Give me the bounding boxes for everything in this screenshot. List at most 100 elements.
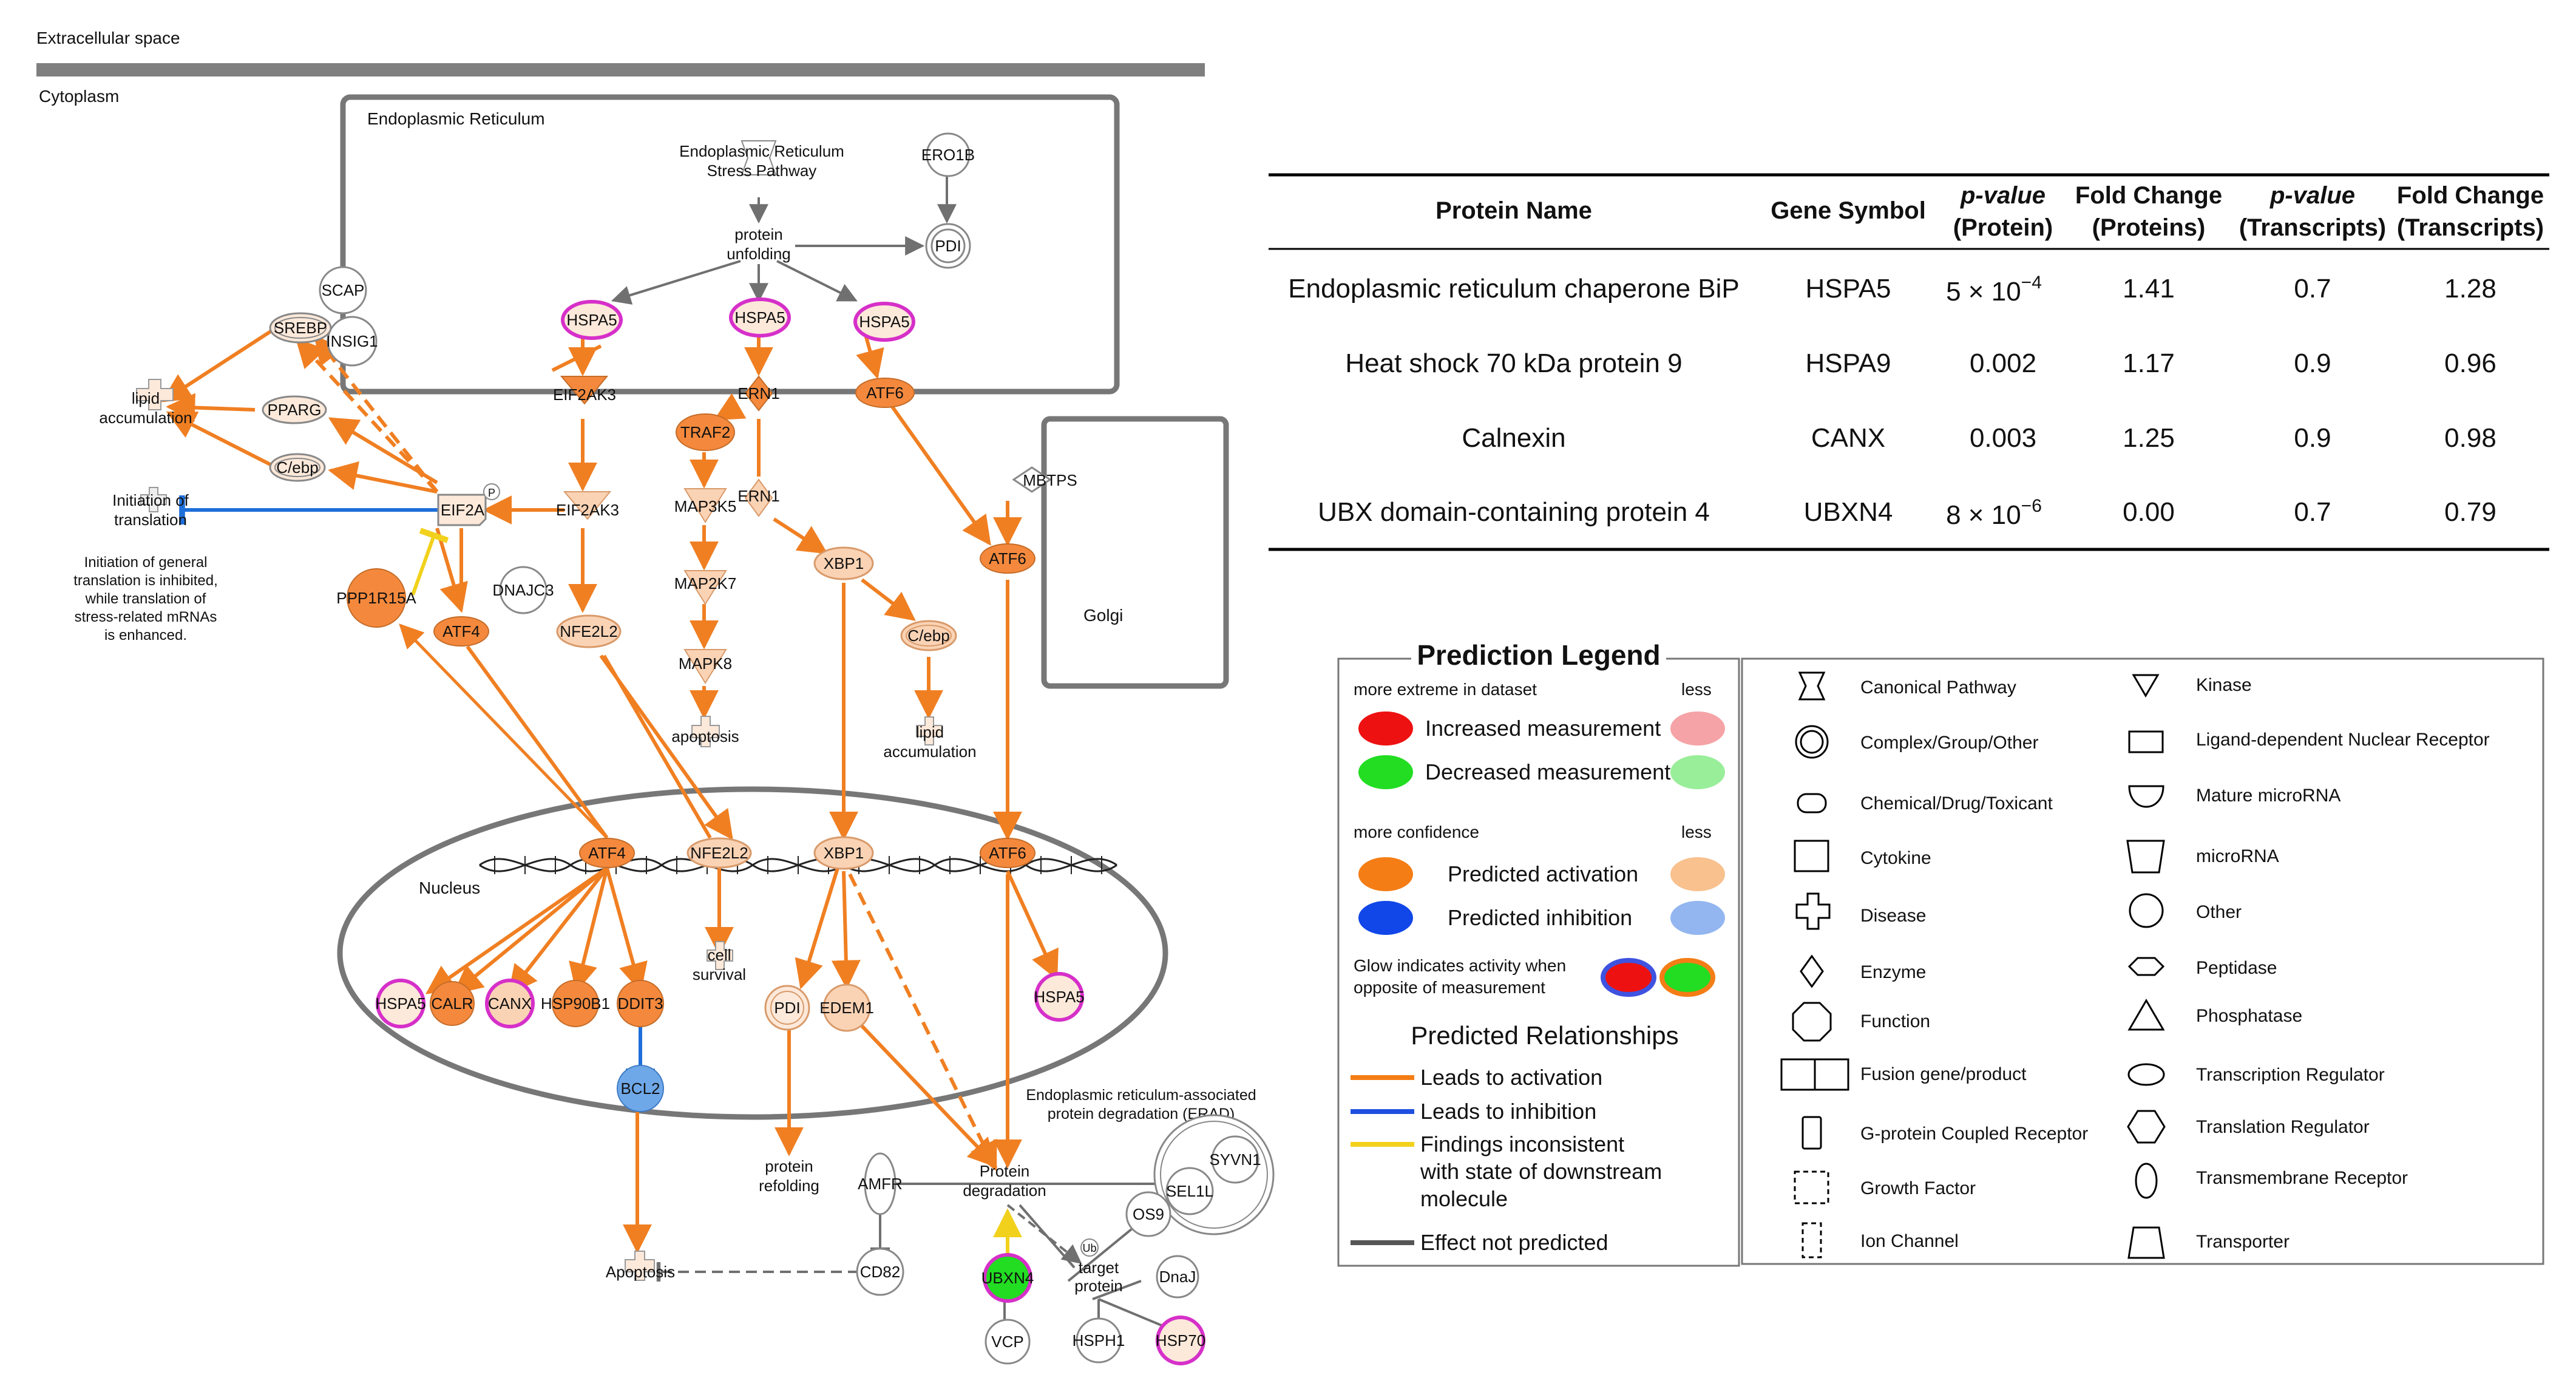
pdi-er-node[interactable]: PDI <box>925 223 971 269</box>
ero1b-node[interactable]: ERO1B <box>921 132 975 177</box>
cd82-node[interactable]: CD82 <box>856 1248 904 1296</box>
protein-degradation-node[interactable]: Protein degradation <box>963 1162 1046 1200</box>
bcl2-node[interactable]: BCL2 <box>617 1065 664 1112</box>
cell-fct: 0.98 <box>2444 423 2496 453</box>
hsp70-node[interactable]: HSP70 <box>1156 1316 1205 1365</box>
atf6-nuc-node[interactable]: ATF6 <box>980 838 1035 868</box>
protein-unfolding-node[interactable]: protein unfolding <box>727 225 791 263</box>
initiation-translation-node[interactable]: Initiation of translation <box>112 487 189 529</box>
vcp-node[interactable]: VCP <box>985 1319 1031 1365</box>
xbp1-nuc-label: XBP1 <box>824 844 864 862</box>
note-line-5: is enhanced. <box>104 627 187 644</box>
er-stress-pathway-node[interactable]: Endoplasmic Reticulum Stress Pathway <box>679 140 844 180</box>
shape-label: Function <box>1860 1011 1930 1031</box>
th-pvalue-protein-2: (Protein) <box>1953 214 2053 241</box>
cebp-left-node[interactable]: C/ebp <box>269 453 326 482</box>
xbp1-cyto-node[interactable]: XBP1 <box>813 546 874 580</box>
pdi-nuc-node[interactable]: PDI <box>764 985 810 1031</box>
hspa5-node-right[interactable]: HSPA5 <box>853 302 915 342</box>
eif2ak3-bottom-node[interactable]: EIF2AK3 <box>556 491 619 520</box>
traf2-node[interactable]: TRAF2 <box>676 413 735 451</box>
ddit3-node[interactable]: DDIT3 <box>617 980 664 1027</box>
hspa5-nuc-left-label: HSPA5 <box>375 994 425 1013</box>
ern1-top-node[interactable]: ERN1 <box>737 375 780 412</box>
cell-name: Calnexin <box>1462 423 1565 453</box>
nfe2l2-cyto-label: NFE2L2 <box>560 622 617 640</box>
dnajc3-node[interactable]: DNAJC3 <box>492 566 554 614</box>
apoptosis-mid-node[interactable]: apoptosis <box>671 716 739 747</box>
erad-complex-node[interactable]: SYVN1 SEL1L <box>1153 1114 1275 1235</box>
legend-decreased: Decreased measurement <box>1425 759 1670 784</box>
hspa5-nuc-left-node[interactable]: HSPA5 <box>375 979 426 1028</box>
hsph1-label: HSPH1 <box>1073 1331 1125 1350</box>
edem1-node[interactable]: EDEM1 <box>819 983 874 1032</box>
shape-label: Canonical Pathway <box>1860 678 2016 698</box>
ub-label: Ub <box>1082 1242 1096 1254</box>
cell-survival-node[interactable]: cell survival <box>693 941 746 983</box>
nfe2l2-nuc-node[interactable]: NFE2L2 <box>686 837 752 869</box>
map2k7-label: MAP2K7 <box>674 574 737 593</box>
cell-pvalue: 5 × 10−4 <box>1946 273 2042 307</box>
os9-node[interactable]: OS9 <box>1125 1191 1171 1237</box>
translation-regulator-icon <box>2127 1110 2166 1144</box>
shape-label: Other <box>2196 902 2242 922</box>
target-protein-node[interactable]: Ub target protein <box>1074 1238 1123 1295</box>
table-row: Heat shock 70 kDa protein 9 HSPA9 0.002 … <box>1345 348 2496 378</box>
dnaj-node[interactable]: DnaJ <box>1156 1255 1199 1299</box>
canx-node[interactable]: CANX <box>485 979 535 1028</box>
golgi-compartment <box>1041 416 1229 689</box>
ern1-bottom-node[interactable]: ERN1 <box>737 478 780 517</box>
legend-leads-activation: Leads to activation <box>1420 1065 1602 1090</box>
cebp-right-node[interactable]: C/ebp <box>900 620 957 651</box>
cell-fc: 1.25 <box>2123 423 2175 453</box>
map2k7-node[interactable]: MAP2K7 <box>674 570 737 605</box>
eif2a-node[interactable]: P EIF2A <box>437 483 500 526</box>
eif2ak3-top-node[interactable]: EIF2AK3 <box>553 376 616 405</box>
scap-node[interactable]: SCAP <box>319 266 367 314</box>
nucleus-label: Nucleus <box>419 878 480 897</box>
protein-refolding-node[interactable]: protein refolding <box>759 1157 819 1195</box>
atf4-nuc-node[interactable]: ATF4 <box>579 838 635 868</box>
er-compartment <box>340 94 1120 395</box>
hspa5-node-center[interactable]: HSPA5 <box>729 297 791 338</box>
lipid-accumulation-right-node[interactable]: lipid accumulation <box>883 716 977 761</box>
peptidase-icon <box>2127 957 2165 976</box>
mapk8-node[interactable]: MAPK8 <box>679 649 732 684</box>
ppp1r15a-node[interactable]: PPP1R15A <box>336 568 416 628</box>
protein-refolding-label-2: refolding <box>759 1177 819 1195</box>
mapk8-label: MAPK8 <box>679 654 732 673</box>
pparg-node[interactable]: PPARG <box>262 395 327 424</box>
hspa5-nuc-right-node[interactable]: HSPA5 <box>1034 972 1085 1022</box>
function-icon <box>1792 1002 1832 1042</box>
enzyme-icon <box>1800 954 1824 988</box>
atf6-cyto-node[interactable]: ATF6 <box>980 543 1035 574</box>
legend-less-2: less <box>1681 823 1712 841</box>
edges-inconsistent <box>411 528 1022 1257</box>
apoptosis-bottom-node[interactable]: Apoptosis <box>606 1251 675 1281</box>
atf4-cyto-node[interactable]: ATF4 <box>433 616 489 647</box>
initiation-label-2: translation <box>114 511 187 529</box>
srebp-node[interactable]: SREBP <box>269 312 332 344</box>
mbtps-node[interactable]: MBTPS <box>1012 466 1077 493</box>
atf6-er-node[interactable]: ATF6 <box>855 378 915 408</box>
hsph1-node[interactable]: HSPH1 <box>1073 1317 1125 1364</box>
insig1-node[interactable]: INSIG1 <box>326 316 378 367</box>
legend-increased: Increased measurement <box>1425 716 1661 741</box>
table-row: Calnexin CANX 0.003 1.25 0.9 0.98 <box>1462 423 2496 453</box>
xbp1-nuc-node[interactable]: XBP1 <box>813 836 874 870</box>
ubxn4-node[interactable]: UBXN4 <box>981 1253 1034 1303</box>
golgi-label: Golgi <box>1083 606 1123 625</box>
hspa5-node-left[interactable]: HSPA5 <box>561 300 623 340</box>
shape-label: Peptidase <box>2196 958 2277 978</box>
cell-fct: 1.28 <box>2444 274 2496 304</box>
shape-legend: Canonical Pathway Complex/Group/Other Ch… <box>1741 657 2544 1265</box>
compartments: Extracellular space Cytoplasm Endoplasmi… <box>36 29 1256 1122</box>
map3k5-node[interactable]: MAP3K5 <box>674 488 737 523</box>
hsp90b1-node[interactable]: HSP90B1 <box>541 980 610 1027</box>
amfr-node[interactable]: AMFR <box>858 1152 903 1215</box>
mature-microrna-icon <box>2128 785 2164 808</box>
lipid-accumulation-left-node[interactable]: lipid accumulation <box>99 379 192 427</box>
nfe2l2-cyto-node[interactable]: NFE2L2 <box>556 614 622 648</box>
calr-node[interactable]: CALR <box>430 981 475 1026</box>
